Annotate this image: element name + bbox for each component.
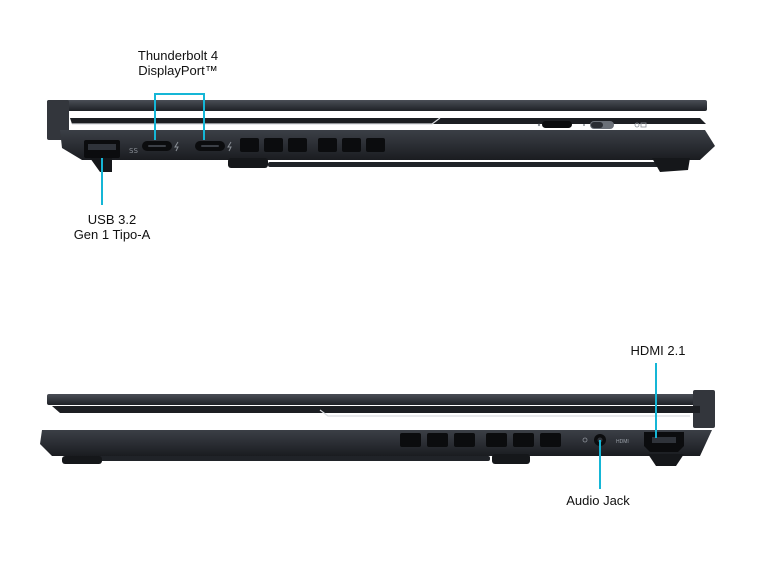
hdmi-label: HDMI 2.1 [608, 343, 708, 358]
foot-right-right [648, 454, 684, 466]
usb-a-port: SS [84, 140, 138, 158]
foot-right [652, 158, 690, 172]
vent-grille-left [240, 138, 385, 152]
audio-label: Audio Jack [548, 493, 648, 508]
usb-label-line1: USB 3.2 [87, 212, 137, 227]
hdmi-port-marking: HDMI [616, 439, 629, 445]
laptop-right-side-view: HDMI [40, 390, 715, 466]
lid-top [47, 100, 707, 111]
base-body-right [40, 430, 712, 456]
foot-mid-right [492, 454, 530, 464]
hinge-plate-right [693, 390, 715, 428]
usb-label-line2: Gen 1 Tipo-A [73, 227, 151, 242]
thunderbolt-label-line2: DisplayPort™ [138, 63, 218, 78]
accent-line-right [319, 409, 690, 417]
base-body [60, 130, 715, 160]
thunderbolt-label-line1: Thunderbolt 4 [137, 48, 219, 63]
audio-label-text: Audio Jack [566, 493, 630, 508]
thunderbolt-label: Thunderbolt 4 DisplayPort™ [118, 48, 238, 78]
foot-middle [228, 158, 268, 168]
laptop-left-side-view: SS [47, 100, 715, 172]
foot-left-right [62, 456, 102, 464]
screen-strip-right [52, 406, 700, 413]
svg-text:SS: SS [129, 147, 138, 155]
bottom-rail [268, 162, 688, 167]
vent-grille-right [400, 433, 561, 447]
thunderbolt-callout [154, 93, 205, 140]
thunderbolt-port-1 [142, 141, 179, 152]
lid-top-right [47, 394, 715, 405]
thunderbolt-port-2 [195, 141, 232, 152]
hdmi-label-text: HDMI 2.1 [630, 343, 686, 358]
hdmi-port: HDMI [616, 432, 684, 452]
accent-line [72, 117, 441, 125]
lid-side-controls [537, 121, 647, 129]
usb-label: USB 3.2 Gen 1 Tipo-A [52, 212, 172, 242]
bottom-rail-right [95, 456, 490, 461]
